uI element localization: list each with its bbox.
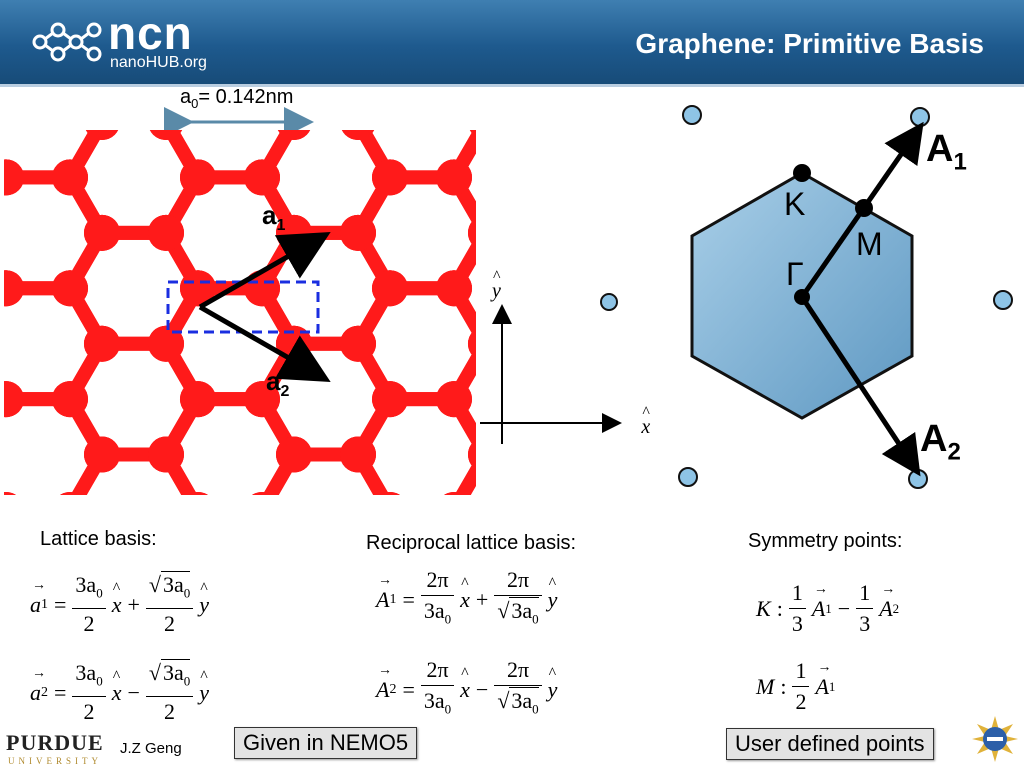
- purdue-logo-text: PURDUE: [6, 730, 104, 755]
- lattice-atom: [148, 436, 184, 473]
- header-bar: [0, 0, 1024, 84]
- lattice-hexagon-ring: [70, 100, 198, 122]
- lattice-basis-caption: Lattice basis:: [40, 528, 157, 550]
- reciprocal-point-left: [600, 293, 618, 311]
- x-hat-label: x: [641, 404, 650, 439]
- M-equation: M: 12 A1: [756, 656, 835, 717]
- lattice-hexagon-ring: [0, 100, 6, 122]
- header-divider: [0, 84, 1024, 87]
- lattice-atom: [4, 381, 24, 418]
- reciprocal-point: [910, 107, 930, 127]
- lattice-atom: [84, 325, 120, 362]
- slide-title: Graphene: Primitive Basis: [635, 28, 984, 59]
- lattice-hexagon-ring: [454, 100, 480, 122]
- lattice-atom: [340, 214, 376, 251]
- M-point-label: M: [856, 226, 883, 262]
- lattice-atom: [244, 270, 280, 307]
- M-point-dot: [855, 199, 873, 217]
- lattice-atom: [436, 270, 472, 307]
- given-in-nemo5-box: Given in NEMO5: [234, 727, 418, 759]
- symmetry-points-caption: Symmetry points:: [748, 530, 903, 552]
- ncn-molecule-logo-icon: [32, 22, 102, 62]
- author-name: J.Z Geng: [120, 740, 182, 757]
- reciprocal-lattice-diagram: [678, 105, 1013, 489]
- xy-axes: [480, 304, 622, 444]
- lattice-atom: [60, 491, 80, 495]
- lattice-atom: [84, 214, 120, 251]
- lattice-atom: [52, 159, 88, 196]
- lattice-atom: [148, 325, 184, 362]
- A2-vector-label: A2: [920, 418, 961, 466]
- lattice-atom: [52, 381, 88, 418]
- reciprocal-point: [682, 105, 702, 125]
- reciprocal-point: [993, 290, 1013, 310]
- ncn-logo-text: ncn: [108, 7, 193, 59]
- gamma-point-dot: [794, 289, 810, 305]
- lattice-atom: [244, 381, 280, 418]
- lattice-atom: [180, 381, 216, 418]
- lattice-atom: [149, 130, 183, 140]
- lattice-atom: [380, 491, 400, 495]
- lattice-atom: [468, 328, 476, 359]
- lattice-atom: [372, 270, 408, 307]
- lattice-atom: [372, 381, 408, 418]
- user-defined-points-box: User defined points: [726, 728, 934, 760]
- lattice-atom: [244, 159, 280, 196]
- lattice-atom: [372, 159, 408, 196]
- a1-vector-label: a1: [262, 200, 286, 235]
- lattice-atom: [469, 130, 476, 137]
- lattice-atom: [52, 270, 88, 307]
- A2-vector-arrow: [799, 295, 921, 477]
- lattice-atom: [4, 159, 24, 196]
- a1-vector-arrow: [198, 232, 331, 310]
- K-point-label: K: [784, 186, 806, 222]
- lattice-atom: [180, 159, 216, 196]
- lattice-atom: [468, 217, 476, 248]
- a2-vector-arrow: [198, 304, 331, 382]
- a2-vector-label: a2: [266, 366, 290, 401]
- gamma-point-label: Γ: [786, 256, 804, 292]
- reciprocal-basis-caption: Reciprocal lattice basis:: [366, 532, 577, 554]
- lattice-atom: [180, 270, 216, 307]
- lattice-atom: [4, 491, 16, 495]
- nanohub-text: nanoHUB.org: [110, 54, 207, 71]
- lattice-atom: [444, 491, 464, 495]
- lattice-atom: [85, 130, 119, 140]
- nsf-seal-icon: [972, 716, 1018, 762]
- reciprocal-point: [678, 467, 698, 487]
- reciprocal-point: [908, 469, 928, 489]
- lattice-atom: [277, 130, 311, 140]
- lattice-atom: [436, 381, 472, 418]
- lattice-hexagon-ring: [262, 100, 390, 122]
- K-equation: K: 13 A1 − 13 A2: [756, 578, 899, 639]
- a0-label: a0= 0.142nm: [180, 86, 294, 111]
- y-hat-label: y: [492, 268, 501, 303]
- lattice-atom: [252, 491, 272, 495]
- lattice-atom: [436, 159, 472, 196]
- lattice-atom: [148, 214, 184, 251]
- lattice-atom: [276, 436, 312, 473]
- lattice-bonds-atoms: [0, 100, 480, 495]
- graphene-lattice-diagram: [0, 100, 480, 495]
- lattice-atom: [4, 270, 24, 307]
- lattice-atom: [340, 436, 376, 473]
- A1-vector-label: A1: [926, 128, 967, 176]
- lattice-atom: [468, 439, 476, 470]
- lattice-atom: [188, 491, 208, 495]
- purdue-university-text: UNIVERSITY: [8, 756, 102, 766]
- lattice-atom: [340, 325, 376, 362]
- K-point-dot: [793, 164, 811, 182]
- lattice-atom: [84, 436, 120, 473]
- lattice-atom: [341, 130, 375, 140]
